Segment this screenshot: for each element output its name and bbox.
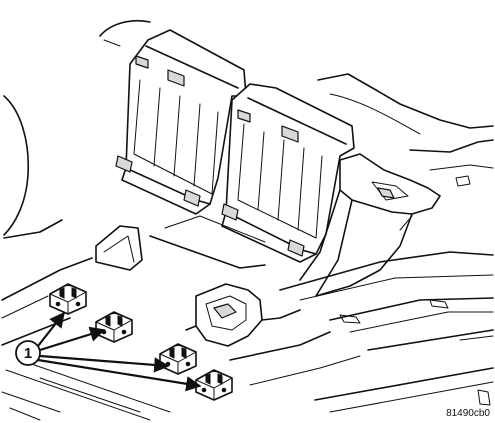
seat-latch-striker-4 xyxy=(195,369,233,401)
leader-arrow-2 xyxy=(39,326,106,352)
figure-code: 81490cb0 xyxy=(446,408,490,419)
leader-arrow-4 xyxy=(37,358,202,392)
callout-circle xyxy=(15,340,41,366)
leader-arrow-1 xyxy=(37,311,65,347)
callout-leaders xyxy=(37,311,202,392)
seat-latch-striker-1 xyxy=(49,283,87,315)
callout-number: 1 xyxy=(24,345,32,362)
seat-latch-striker-3 xyxy=(159,343,197,375)
callout-1: 1 xyxy=(15,340,41,366)
leader-arrow-3 xyxy=(39,354,170,373)
seat-latch-striker-2 xyxy=(95,311,133,343)
right-seat-back xyxy=(221,83,355,263)
seat-cushion-riser xyxy=(299,153,441,297)
left-seat-back xyxy=(115,29,247,215)
center-seat-bracket xyxy=(185,283,301,347)
vehicle-floor xyxy=(1,20,494,421)
